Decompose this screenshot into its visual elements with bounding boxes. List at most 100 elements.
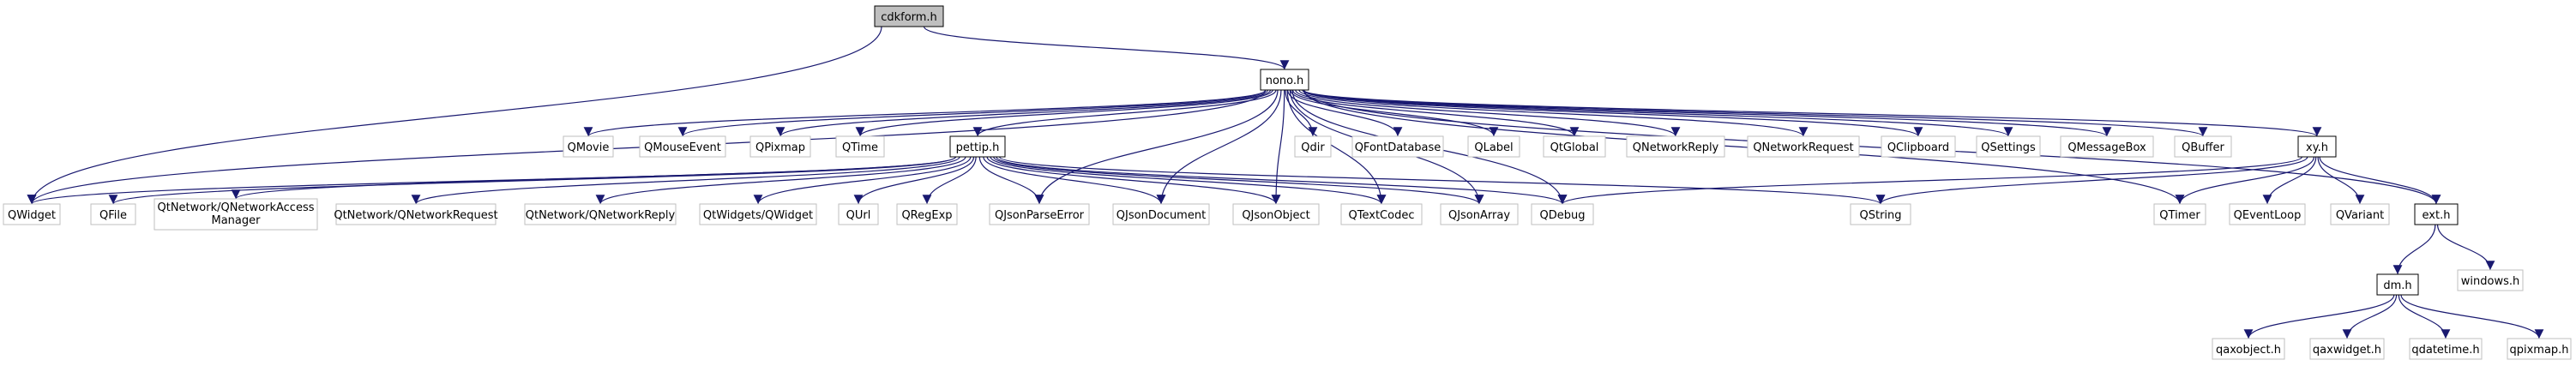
node-label-qtime: QTime xyxy=(842,141,878,154)
node-box-qsettings xyxy=(1976,135,2041,158)
node-qdir: Qdir xyxy=(1294,135,1332,158)
edge-ext-to-dm xyxy=(2392,224,2436,275)
node-label-qjsonparseerror: QJsonParseError xyxy=(995,209,1085,222)
node-qclipboard: QClipboard xyxy=(1881,135,1956,158)
node-cdkform[interactable]: cdkform.h xyxy=(874,5,944,27)
edge-pettip-to-qdebug xyxy=(996,156,1568,205)
node-qtextcodec: QTextCodec xyxy=(1340,203,1423,225)
edge-pettip-to-qjsonobject xyxy=(986,156,1281,205)
edge-nono-to-qjsondocument xyxy=(1156,89,1282,205)
node-qdatetime: qdatetime.h xyxy=(2409,338,2483,360)
node-box-qnetworkrequest xyxy=(1747,135,1860,158)
edge-nono-to-qpixmap xyxy=(775,89,1272,137)
edge-pettip-to-qregexp xyxy=(922,156,977,205)
node-box-qjsonparseerror xyxy=(989,203,1090,225)
node-box-qstring xyxy=(1850,203,1911,225)
node-qtwidget: QtWidgets/QWidget xyxy=(699,203,817,225)
node-nono[interactable]: nono.h xyxy=(1260,69,1309,91)
edge-pettip-to-qtnrep xyxy=(595,156,966,205)
edge-nono-to-qmouseevent xyxy=(677,89,1268,137)
node-box-qaxwidget xyxy=(2309,338,2385,360)
node-qaxobject: qaxobject.h xyxy=(2212,338,2285,360)
edge-nono-to-qmovie xyxy=(583,89,1267,137)
node-label-qclipboard: QClipboard xyxy=(1887,141,1949,154)
node-qdebug: QDebug xyxy=(1531,203,1594,225)
node-label-qjsonobject: QJsonObject xyxy=(1242,209,1309,222)
node-qmouseevent: QMouseEvent xyxy=(639,135,726,158)
node-qtimer: QTimer xyxy=(2153,203,2206,225)
node-qregexp: QRegExp xyxy=(896,203,958,225)
node-qlabel: QLabel xyxy=(1467,135,1520,158)
edge-nono-to-qtimer xyxy=(1303,89,2185,205)
node-qmessagebox: QMessageBox xyxy=(2060,135,2154,158)
edge-nono-to-qjsonobject xyxy=(1271,89,1285,205)
edge-pettip-to-qtnam xyxy=(231,156,956,200)
node-qpixmaph: qpixmap.h xyxy=(2507,338,2572,360)
node-label-qtnreq: QtNetwork/QNetworkRequest xyxy=(334,209,497,222)
node-box-qpixmap xyxy=(749,135,811,158)
node-label2-qtnam: Manager xyxy=(212,214,262,227)
node-box-qbuffer xyxy=(2174,135,2232,158)
node-box-qmouseevent xyxy=(639,135,726,158)
edge-nono-to-qnetworkreply xyxy=(1295,89,1681,137)
edge-xy-to-qeventloop xyxy=(2262,156,2317,205)
edge-xy-to-qvariant xyxy=(2317,156,2365,205)
edge-xy-to-qtimer xyxy=(2175,156,2315,205)
node-label-qtnam: QtNetwork/QNetworkAccess xyxy=(157,201,314,214)
node-label-qdatetime: qdatetime.h xyxy=(2411,344,2479,357)
edge-cdkform-to-qwidget xyxy=(27,26,882,205)
node-label-cdkform: cdkform.h xyxy=(881,11,937,24)
node-box-ext xyxy=(2414,203,2459,225)
node-xy[interactable]: xy.h xyxy=(2297,135,2337,158)
node-qtglobal: QtGlobal xyxy=(1543,135,1606,158)
edge-cdkform-to-nono xyxy=(923,26,1290,70)
edge-dm-to-qaxobject xyxy=(2243,294,2395,339)
node-label-ext: ext.h xyxy=(2423,209,2451,222)
node-label-qmovie: QMovie xyxy=(568,141,610,154)
node-qeventloop: QEventLoop xyxy=(2229,203,2306,225)
node-qaxwidget: qaxwidget.h xyxy=(2309,338,2385,360)
node-label-qaxobject: qaxobject.h xyxy=(2216,344,2281,357)
edge-pettip-to-qwidget xyxy=(27,156,956,205)
node-label-qsettings: QSettings xyxy=(1981,141,2036,154)
edge-pettip-to-qjsonarray xyxy=(993,156,1484,205)
edge-nono-to-xy xyxy=(1303,89,2321,137)
node-dm[interactable]: dm.h xyxy=(2376,273,2419,296)
node-qjsondocument: QJsonDocument xyxy=(1112,203,1210,225)
node-qpixmap: QPixmap xyxy=(749,135,811,158)
node-pettip[interactable]: pettip.h xyxy=(949,135,1006,158)
edge-layer xyxy=(27,26,2544,339)
node-label-dm: dm.h xyxy=(2383,279,2411,292)
edge-dm-to-qaxwidget xyxy=(2342,294,2398,339)
node-box-qjsonarray xyxy=(1440,203,1519,225)
node-qjsonarray: QJsonArray xyxy=(1440,203,1519,225)
node-ext[interactable]: ext.h xyxy=(2414,203,2459,225)
edge-nono-to-qbuffer xyxy=(1303,89,2207,137)
node-label-qpixmap: QPixmap xyxy=(755,141,805,154)
node-qmovie: QMovie xyxy=(563,135,614,158)
node-box-windows xyxy=(2457,269,2524,291)
edge-xy-to-ext xyxy=(2319,156,2441,205)
node-qjsonobject: QJsonObject xyxy=(1232,203,1320,225)
node-label-qnetworkreply: QNetworkReply xyxy=(1633,141,1719,154)
node-qnetworkrequest: QNetworkRequest xyxy=(1747,135,1860,158)
edge-pettip-to-qjsondocument xyxy=(983,156,1166,205)
node-qstring: QString xyxy=(1850,203,1911,225)
node-box-qlabel xyxy=(1467,135,1520,158)
node-box-cdkform xyxy=(874,5,944,27)
node-box-qtimer xyxy=(2153,203,2206,225)
node-label-qdir: Qdir xyxy=(1301,141,1325,154)
node-label-qurl: QUrl xyxy=(846,209,871,222)
node-label-qmouseevent: QMouseEvent xyxy=(644,141,721,154)
node-box-qdir xyxy=(1294,135,1332,158)
node-label-qtextcodec: QTextCodec xyxy=(1349,209,1415,222)
node-box-qeventloop xyxy=(2229,203,2306,225)
edge-nono-to-qmessagebox xyxy=(1303,89,2112,137)
edge-ext-to-windows xyxy=(2436,224,2495,271)
node-qurl: QUrl xyxy=(838,203,879,225)
node-windows: windows.h xyxy=(2457,269,2524,291)
node-box-qdebug xyxy=(1531,203,1594,225)
node-box-qtextcodec xyxy=(1340,203,1423,225)
